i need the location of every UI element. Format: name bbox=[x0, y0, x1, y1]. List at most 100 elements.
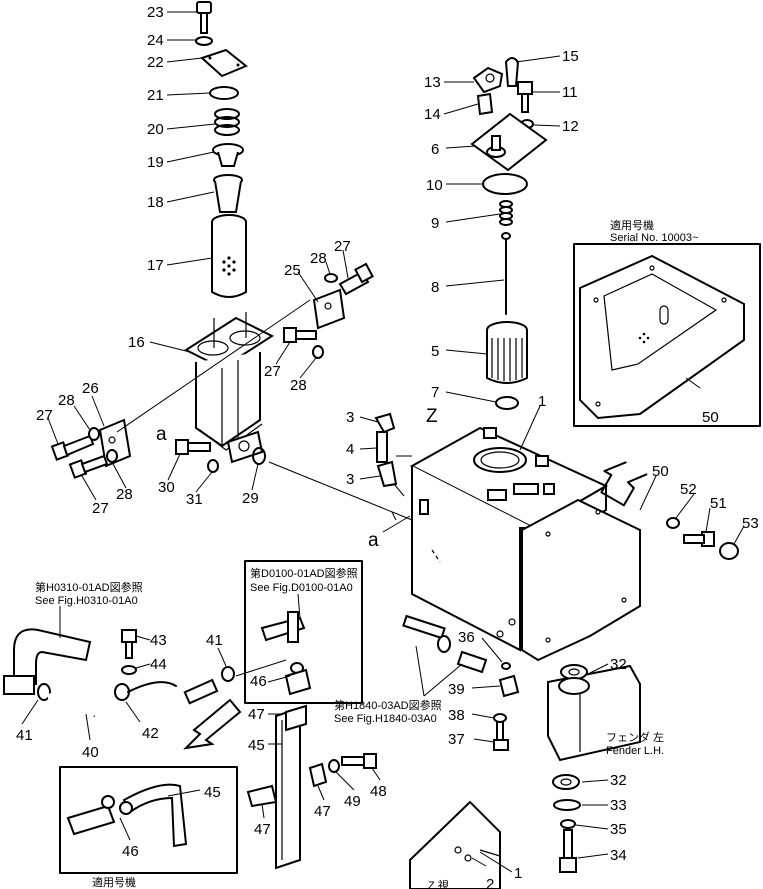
callout-13: 13 bbox=[424, 74, 441, 91]
callout-1: 1 bbox=[538, 393, 546, 410]
callout-32-upper: 32 bbox=[610, 656, 627, 673]
bolt-15 bbox=[504, 57, 520, 87]
callout-24: 24 bbox=[147, 32, 164, 49]
callout-44: 44 bbox=[150, 656, 167, 673]
clamp-41-left bbox=[37, 683, 51, 701]
o-ring-29 bbox=[252, 447, 266, 465]
sleeve bbox=[183, 678, 219, 705]
callout-28-mid: 28 bbox=[290, 377, 307, 394]
washer-28-upper bbox=[324, 273, 338, 283]
callout-28-left: 28 bbox=[58, 392, 75, 409]
callout-50: 50 bbox=[652, 463, 669, 480]
callout-45-inset: 45 bbox=[204, 784, 221, 801]
bolt-27-upper bbox=[338, 262, 374, 296]
side-cover-50 bbox=[521, 498, 641, 662]
callout-2-bottom: 2 bbox=[486, 876, 494, 889]
cap-13 bbox=[472, 66, 504, 94]
elbow-pipe bbox=[3, 628, 92, 695]
clip-47 bbox=[246, 784, 278, 808]
callout-11: 11 bbox=[562, 84, 578, 101]
mount-32-lower bbox=[552, 774, 580, 790]
callout-3-upper: 3 bbox=[346, 409, 354, 426]
arrow-outline bbox=[600, 461, 648, 507]
callout-52: 52 bbox=[680, 481, 697, 498]
callout-14: 14 bbox=[424, 106, 441, 123]
callout-15: 15 bbox=[562, 48, 579, 65]
washer-49 bbox=[328, 759, 340, 773]
z-view-partial bbox=[409, 800, 501, 889]
callout-20: 20 bbox=[147, 121, 164, 138]
callout-19: 19 bbox=[147, 154, 164, 171]
cap-53 bbox=[719, 542, 739, 560]
callout-21: 21 bbox=[147, 87, 164, 104]
tube-4 bbox=[376, 431, 388, 463]
arrow-down-left bbox=[183, 698, 242, 750]
ref-d0100-en: See Fig.D0100-01A0 bbox=[250, 582, 353, 594]
fender-label-jp: フェンダ 左 bbox=[606, 730, 664, 744]
callout-46-bottom: 46 bbox=[122, 843, 139, 860]
filter-assembly bbox=[50, 1, 374, 479]
callout-6: 6 bbox=[431, 141, 439, 158]
callout-22: 22 bbox=[147, 54, 164, 71]
cover-6 bbox=[470, 112, 548, 172]
view-marker-a-left: a bbox=[156, 424, 167, 445]
leader-lines bbox=[21, 11, 745, 873]
tank-top-assembly bbox=[470, 57, 548, 410]
bracket-45 bbox=[275, 704, 307, 870]
serial-label-jp: 適用号機 bbox=[610, 218, 654, 232]
callout-47-upper: 47 bbox=[248, 706, 265, 723]
callout-8: 8 bbox=[431, 279, 439, 296]
callout-51: 51 bbox=[710, 495, 727, 512]
callout-36: 36 bbox=[458, 629, 475, 646]
mount-32-upper bbox=[558, 664, 590, 695]
callout-27-mid: 27 bbox=[264, 363, 281, 380]
callout-27-upper: 27 bbox=[334, 238, 351, 255]
callout-42: 42 bbox=[142, 725, 159, 742]
bolt-48 bbox=[341, 753, 377, 769]
bottom-inset bbox=[59, 766, 238, 874]
callout-31: 31 bbox=[186, 491, 203, 508]
callout-34: 34 bbox=[610, 847, 627, 864]
bottom-serial-jp: 適用号機 bbox=[92, 875, 136, 889]
hose-40 bbox=[46, 692, 97, 720]
callout-41-right: 41 bbox=[206, 632, 223, 649]
bolt-37 bbox=[493, 721, 509, 751]
callout-17: 17 bbox=[147, 257, 164, 274]
ref-h1840-en: See Fig.H1840-03A0 bbox=[334, 713, 437, 725]
callout-23: 23 bbox=[147, 4, 164, 21]
o-ring-10 bbox=[482, 173, 528, 195]
washer-28-left bbox=[88, 427, 100, 441]
spring-9 bbox=[499, 200, 513, 226]
clamp-41-right bbox=[221, 666, 235, 682]
callout-12: 12 bbox=[562, 118, 579, 135]
callout-1-bottom: 1 bbox=[514, 865, 522, 882]
clip-47-right bbox=[308, 762, 328, 788]
callout-33: 33 bbox=[610, 797, 627, 814]
fender-label-en: Fender L.H. bbox=[606, 745, 664, 757]
callout-41-left: 41 bbox=[16, 727, 33, 744]
callout-47-lower: 47 bbox=[254, 821, 271, 838]
bottom-z-view: Z 視 bbox=[428, 878, 449, 889]
callout-32-lower: 32 bbox=[610, 772, 627, 789]
callout-3-lower: 3 bbox=[346, 471, 354, 488]
o-ring-7 bbox=[495, 396, 519, 410]
callout-30: 30 bbox=[158, 479, 175, 496]
callout-28-upper: 28 bbox=[310, 250, 327, 267]
washer-31 bbox=[207, 459, 219, 473]
bolt-30 bbox=[175, 439, 211, 455]
ref-h0310-en: See Fig.H0310-01A0 bbox=[35, 595, 138, 607]
strainer-5 bbox=[486, 321, 528, 384]
callout-9: 9 bbox=[431, 215, 439, 232]
callout-18: 18 bbox=[147, 194, 164, 211]
callout-28-lower: 28 bbox=[116, 486, 133, 503]
washer-44 bbox=[121, 665, 137, 675]
callout-49: 49 bbox=[344, 793, 361, 810]
bolt-27-mid bbox=[283, 327, 317, 343]
callout-50-inset: 50 bbox=[702, 409, 719, 426]
callout-48: 48 bbox=[370, 783, 387, 800]
callout-16: 16 bbox=[128, 334, 145, 351]
callout-29: 29 bbox=[242, 490, 259, 507]
d0100-inset bbox=[244, 560, 363, 704]
washer-38 bbox=[493, 713, 507, 723]
